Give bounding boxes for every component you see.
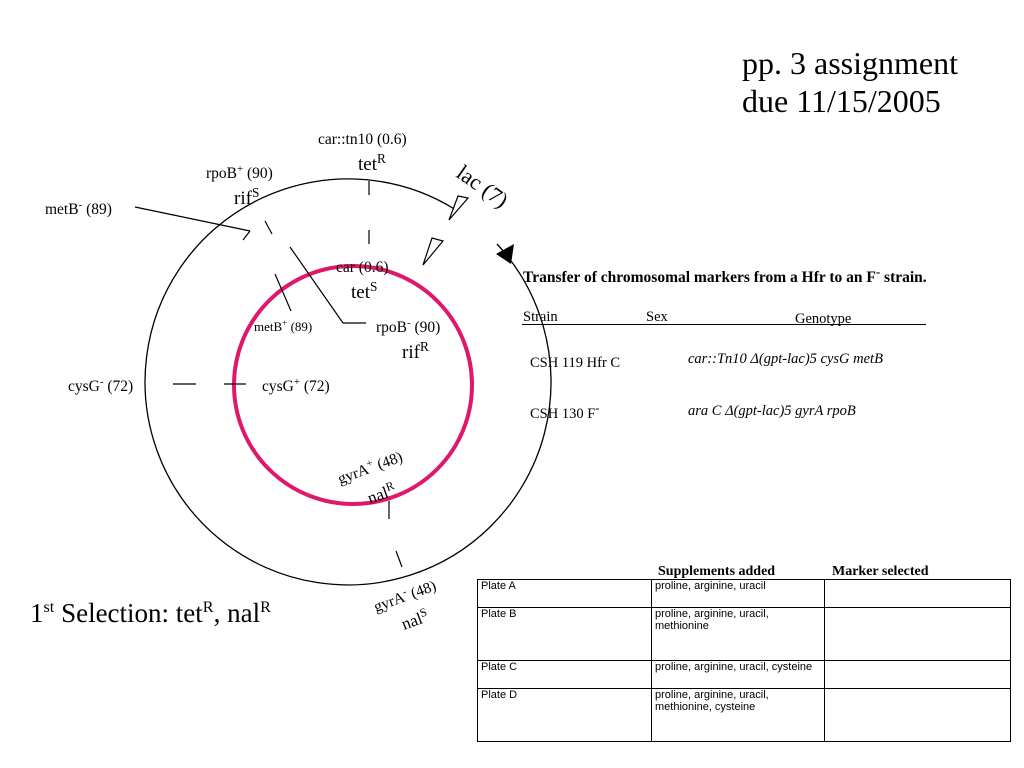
assignment-line-2: due 11/15/2005 [742, 83, 941, 119]
table-row: Plate A proline, arginine, uracil [477, 579, 1011, 608]
plate-name: Plate C [477, 659, 652, 689]
label-cysg-plus: cysG+ (72) [262, 376, 330, 395]
label-car-tn10: car::tn10 (0.6) [318, 131, 407, 148]
genotype-row-strain: CSH 119 Hfr C [530, 354, 621, 371]
inner-origin-arrow [422, 237, 445, 266]
genotype-table-title: Transfer of chromosomal markers from a H… [523, 264, 927, 287]
label-nal-s: nalS [398, 605, 431, 634]
genotype-row-genotype: car::Tn10 Δ(gpt-lac)5 cysG metB [688, 351, 883, 367]
label-rpob-plus: rpoB+ (90) [206, 163, 273, 182]
label-tet-r: tetR [358, 151, 386, 175]
label-metb-plus: metB+ (89) [254, 318, 312, 334]
outer-origin-arrow [448, 195, 470, 221]
plate-marker [824, 579, 1011, 608]
outer-chromosome-circle [144, 178, 552, 586]
plate-name: Plate B [477, 606, 652, 661]
label-cysg-minus: cysG- (72) [68, 376, 133, 395]
label-rif-r: rifR [402, 339, 429, 363]
first-selection-text: 1st Selection: tetR, nalR [30, 598, 271, 628]
plate-marker [824, 606, 1011, 661]
inner-chromosome-circle [232, 264, 474, 506]
plate-supplements: proline, arginine, uracil, cysteine [651, 659, 825, 689]
genotype-row-strain: CSH 130 F- [530, 401, 600, 422]
label-metb-minus: metB- (89) [45, 199, 112, 218]
plate-supplements: proline, arginine, uracil, methionine [651, 606, 825, 661]
plate-name: Plate D [477, 687, 652, 743]
plate-marker [824, 687, 1011, 743]
plates-header-marker: Marker selected [832, 564, 929, 579]
plate-supplements: proline, arginine, uracil [651, 579, 825, 608]
label-nal-r: nalR [364, 478, 398, 508]
label-rif-s: rifS [234, 185, 259, 209]
table-row: Plate C proline, arginine, uracil, cyste… [477, 659, 1011, 689]
label-gyra-plus: gyrA+ (48) [335, 447, 405, 488]
plates-header-supplements: Supplements added [658, 564, 776, 579]
plate-supplements: proline, arginine, uracil, methionine, c… [651, 687, 825, 743]
genotype-header-genotype: Genotype [795, 311, 852, 327]
assignment-line-1: pp. 3 assignment [742, 45, 958, 81]
table-row: Plate D proline, arginine, uracil, methi… [477, 687, 1011, 743]
table-row: Plate B proline, arginine, uracil, methi… [477, 606, 1011, 661]
assignment-note: pp. 3 assignment due 11/15/2005 [742, 44, 958, 120]
genotype-header-rule [522, 324, 926, 325]
plates-table: Plate A proline, arginine, uracil Plate … [477, 579, 1011, 743]
transfer-direction-arrow [496, 244, 514, 264]
marker-ticks [134, 181, 403, 568]
plate-name: Plate A [477, 579, 652, 608]
label-car: car (0.6) [336, 259, 389, 276]
label-rpob-minus: rpoB- (90) [376, 317, 440, 336]
genotype-row-genotype: ara C Δ(gpt-lac)5 gyrA rpoB [688, 403, 856, 419]
genotype-header-strain: Strain [523, 309, 558, 325]
plate-marker [824, 659, 1011, 689]
genotype-header-sex: Sex [646, 309, 668, 325]
label-tet-s: tetS [351, 279, 377, 303]
